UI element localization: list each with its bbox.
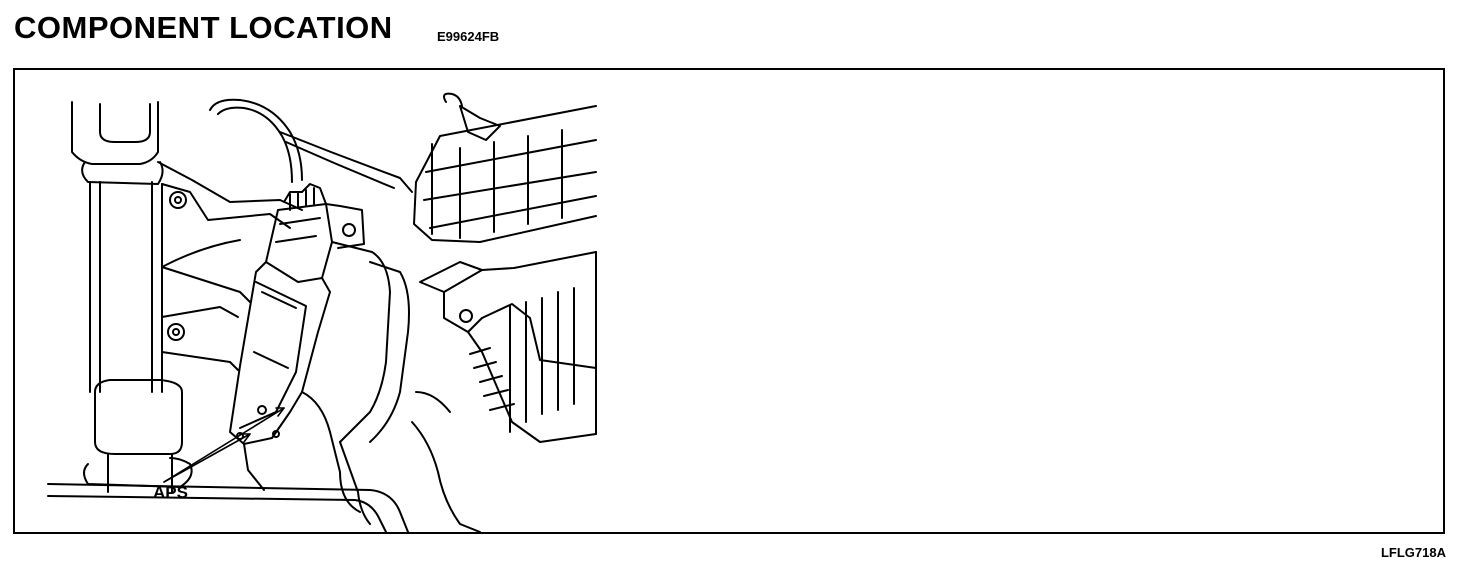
figure-frame xyxy=(13,68,1445,534)
page-title: COMPONENT LOCATION xyxy=(14,10,393,45)
document-code: E99624FB xyxy=(437,29,500,44)
figure-id: LFLG718A xyxy=(1380,545,1446,560)
aps-callout-label: APS xyxy=(153,483,188,502)
aps-line-drawing xyxy=(47,92,597,532)
